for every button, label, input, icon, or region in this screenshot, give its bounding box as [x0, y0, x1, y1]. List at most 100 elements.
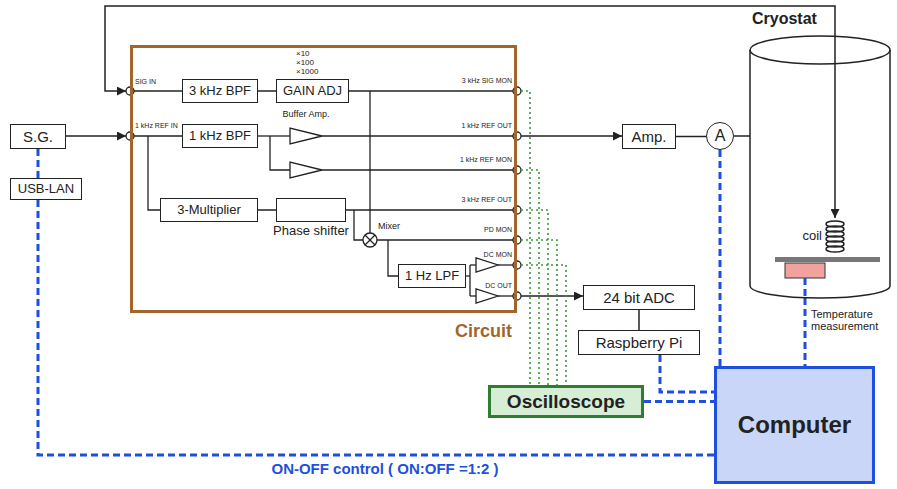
dc-wire: [498, 295, 513, 296]
cryostat-vessel: Cryostat: [748, 34, 892, 302]
filter-box: 1 kHz BPF: [182, 124, 258, 148]
signal-label: ×1000: [296, 68, 318, 77]
filter-box: 3 kHz BPF: [182, 79, 258, 103]
monitor-probe-line: [521, 240, 557, 385]
node-label: Computer: [738, 411, 851, 439]
mixer-symbol: [363, 233, 377, 247]
control-link: [37, 149, 40, 178]
signal-wire: [734, 135, 750, 137]
signal-wire: [369, 91, 370, 233]
node-label: Amp.: [631, 128, 666, 145]
signal-wire: [258, 209, 276, 211]
node-label: Cryostat: [752, 10, 817, 28]
cryostat-outline: [748, 34, 892, 302]
coil-winding: [826, 246, 844, 252]
raspberry-pi-box: Raspberry Pi: [578, 330, 700, 355]
signal-label: SIG IN: [135, 78, 156, 86]
reference-wire: [354, 210, 363, 240]
signal-label: 1 kHz REF MON: [460, 156, 512, 164]
gain-box: GAIN ADJ: [276, 79, 349, 103]
sensor-lead: [804, 278, 807, 298]
node-label: A: [715, 127, 726, 145]
control-link: [38, 200, 714, 455]
signal-label: Mixer: [378, 222, 400, 232]
reference-wire: [322, 135, 513, 136]
control-link: [804, 298, 807, 366]
adc-box: 24 bit ADC: [583, 285, 695, 310]
buffer-amp-symbol: [290, 162, 322, 178]
reference-wire: [322, 169, 513, 170]
reference-wire: [134, 135, 182, 136]
signal-label: 3 kHz REF OUT: [461, 196, 512, 204]
node-label: 1 kHz BPF: [189, 129, 251, 144]
signal-wire: [258, 90, 276, 92]
signal-label: ×10: [296, 50, 310, 59]
dc-wire: [498, 264, 513, 265]
node-label: 1 Hz LPF: [405, 269, 459, 284]
signal-label: ×100: [296, 59, 314, 68]
control-link: [644, 400, 714, 403]
signal-label: Buffer Amp.: [283, 110, 330, 120]
reference-wire: [346, 209, 513, 210]
temperature-sensor: [785, 263, 825, 278]
node-label: S.G.: [23, 128, 53, 145]
signal-wire: [521, 135, 622, 137]
signal-label: DC MON: [484, 251, 512, 259]
monitor-probe-line: [521, 265, 566, 385]
node-label: USB-LAN: [18, 182, 74, 197]
multiplier-box: 3-Multiplier: [160, 198, 258, 222]
buffer-amp-symbol: [290, 128, 322, 144]
monitor-probe-line: [521, 210, 548, 385]
cryostat-rim: [750, 36, 890, 64]
reference-wire: [270, 136, 290, 170]
signal-generator-box: S.G.: [10, 124, 66, 149]
reference-wire: [148, 136, 160, 210]
mixer-symbol: [365, 235, 375, 245]
signal-label: coil: [802, 229, 822, 243]
monitor-probe-line: [521, 170, 539, 385]
computer-box: Computer: [714, 366, 875, 484]
node-label: 24 bit ADC: [603, 289, 675, 306]
control-link: [719, 150, 722, 366]
buffer-amp-symbol: [476, 289, 498, 303]
signal-wire: [66, 135, 126, 137]
mixer-symbol: [365, 235, 375, 245]
coil-symbol: [826, 221, 844, 252]
edge-label: ON-OFF control ( ON:OFF =1:2 ): [269, 461, 500, 478]
reference-wire: [258, 135, 290, 136]
node-label: Oscilloscope: [507, 391, 625, 413]
dc-wire: [470, 295, 476, 296]
phase-shifter-box: Phase shifter: [276, 198, 346, 222]
signal-wire: [638, 310, 640, 330]
signal-wire: [134, 90, 182, 91]
buffer-amp-symbol: [476, 258, 498, 272]
usb-lan-box: USB-LAN: [10, 178, 82, 200]
node-label: Raspberry Pi: [596, 334, 683, 351]
signal-wire: [105, 6, 835, 218]
node-label: Phase shifter: [273, 224, 349, 239]
signal-wire: [346, 90, 513, 91]
monitor-probe-line: [521, 91, 530, 385]
signal-wire: [676, 136, 706, 138]
control-link: [660, 355, 714, 392]
signal-label: 3 kHz SIG MON: [462, 77, 512, 85]
mixer-wire: [388, 240, 398, 276]
cryostat-wall: [750, 50, 890, 298]
ammeter-circle: A: [706, 122, 734, 150]
sample-plate: [775, 257, 880, 262]
mixer-wire: [377, 239, 513, 240]
node-label: 3 kHz BPF: [189, 84, 251, 99]
node-label: Circuit: [455, 321, 512, 342]
dc-wire: [469, 265, 470, 296]
amplifier-box: Amp.: [622, 124, 676, 149]
circuit-board: Circuit3 kHz BPFGAIN ADJ1 kHz BPF3-Multi…: [130, 45, 517, 313]
signal-label: Temperature measurement: [811, 308, 895, 332]
node-label: 3-Multiplier: [177, 203, 241, 218]
node-label: GAIN ADJ: [283, 84, 342, 99]
signal-label: PD MON: [484, 226, 512, 234]
signal-label: DC OUT: [485, 282, 512, 290]
filter-box: 1 Hz LPF: [398, 264, 466, 288]
signal-wire: [521, 295, 583, 297]
